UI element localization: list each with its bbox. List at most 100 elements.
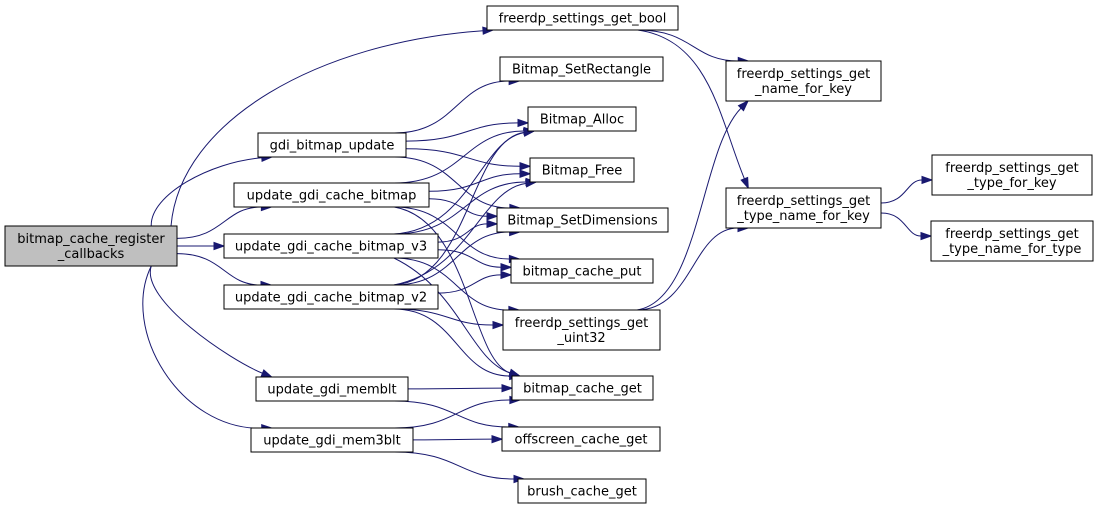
node-box[interactable] (223, 284, 439, 310)
node-label: freerdp_settings_get (737, 67, 870, 82)
arrowhead-icon (921, 175, 934, 185)
node-bitmap-cache-put[interactable]: bitmap_cache_put (510, 258, 654, 284)
edge-line (407, 387, 503, 390)
edge-update_gdi_mem3blt-to-offscreen_cache_get (412, 434, 504, 444)
edge-line (636, 107, 742, 311)
node-label: bitmap_cache_get (523, 382, 642, 397)
node-box[interactable] (725, 60, 882, 102)
edge-gdi_bitmap_update-to-Bitmap_SetRectangle (394, 76, 521, 134)
arrowhead-icon (519, 162, 532, 171)
node-label: Bitmap_Alloc (540, 113, 624, 128)
edge-freerdp_settings_get_type_name_for_key-to-freerdp_settings_get_type_name_for_type (880, 212, 933, 241)
edge-line (394, 206, 511, 374)
edge-line (149, 265, 263, 374)
node-update-gdi-mem3blt[interactable]: update_gdi_mem3blt (250, 427, 414, 453)
edge-freerdp_settings_get_bool-to-freerdp_settings_get_type_name_for_key (637, 29, 749, 190)
arrowhead-icon (500, 263, 513, 272)
arrowhead-icon (260, 369, 274, 378)
node-box[interactable] (529, 157, 635, 183)
arrowhead-icon (486, 219, 499, 229)
node-box[interactable] (527, 106, 637, 132)
node-label: offscreen_cache_get (515, 433, 648, 448)
node-box[interactable] (931, 154, 1093, 196)
edge-line (142, 265, 262, 429)
edge-line (394, 400, 509, 428)
edge-line (412, 438, 493, 441)
node-box[interactable] (223, 233, 439, 259)
node-bitmap-setdimensions[interactable]: Bitmap_SetDimensions (496, 207, 669, 233)
node-freerdp-settings-get-type-for-key[interactable]: freerdp_settings_get_type_for_key (931, 154, 1093, 196)
edge-update_gdi_mem3blt-to-bitmap_cache_get (394, 395, 522, 429)
edge-line (636, 227, 739, 311)
edge-line (405, 122, 519, 142)
edge-line (437, 223, 488, 243)
node-label: Bitmap_SetRectangle (512, 63, 651, 78)
edge-line (394, 451, 515, 480)
node-bitmap-alloc[interactable]: Bitmap_Alloc (527, 106, 637, 132)
node-box[interactable] (257, 132, 407, 158)
node-bitmap-free[interactable]: Bitmap_Free (529, 157, 635, 183)
node-box[interactable] (502, 309, 661, 351)
node-label: Bitmap_Free (542, 164, 623, 179)
edge-update_gdi_cache_bitmap_v2-to-bitmap_cache_put (437, 270, 513, 294)
edge-bitmap_cache_register_callbacks-to-update_gdi_cache_bitmap_v3 (176, 241, 226, 251)
edge-gdi_bitmap_update-to-Bitmap_Free (405, 148, 532, 171)
edge-line (393, 231, 510, 286)
node-box[interactable] (511, 375, 654, 401)
edge-line (394, 156, 510, 209)
node-label: freerdp_settings_get (515, 316, 648, 331)
arrowhead-icon (517, 118, 530, 128)
node-freerdp-settings-get-uint32[interactable]: freerdp_settings_get_uint32 (502, 309, 661, 351)
node-label: _uint32 (556, 331, 605, 346)
node-box[interactable] (233, 182, 430, 208)
node-update-gdi-memblt[interactable]: update_gdi_memblt (255, 376, 409, 402)
node-offscreen-cache-get[interactable]: offscreen_cache_get (501, 426, 661, 452)
arrowhead-icon (491, 434, 504, 444)
node-box[interactable] (501, 426, 661, 452)
arrowhead-icon (492, 320, 505, 330)
node-label: freerdp_settings_get (945, 161, 1078, 176)
node-box[interactable] (496, 207, 669, 233)
node-box[interactable] (510, 258, 654, 284)
arrowhead-icon (920, 231, 933, 241)
node-gdi-bitmap-update[interactable]: gdi_bitmap_update (257, 132, 407, 158)
node-update-gdi-cache-bitmap[interactable]: update_gdi_cache_bitmap (233, 182, 430, 208)
edge-line (394, 130, 525, 184)
node-freerdp-settings-get-type-name-for-key[interactable]: freerdp_settings_get_type_name_for_key (725, 187, 882, 229)
node-label: freerdp_settings_get_bool (499, 12, 667, 27)
node-box[interactable] (930, 220, 1094, 262)
edge-gdi_bitmap_update-to-Bitmap_Alloc (405, 118, 530, 142)
edge-bitmap_cache_register_callbacks-to-update_gdi_cache_bitmap_v2 (176, 253, 273, 290)
node-box[interactable] (499, 56, 664, 82)
node-bitmap-cache-get[interactable]: bitmap_cache_get (511, 375, 654, 401)
edge-line (150, 157, 262, 227)
node-freerdp-settings-get-name-for-key[interactable]: freerdp_settings_get_name_for_key (725, 60, 882, 102)
node-box[interactable] (725, 187, 882, 229)
node-bitmap-cache-register-callbacks[interactable]: bitmap_cache_register_callbacks (4, 225, 178, 267)
node-update-gdi-cache-bitmap-v3[interactable]: update_gdi_cache_bitmap_v3 (223, 233, 439, 259)
edge-line (880, 179, 923, 204)
edge-line (437, 274, 502, 294)
node-box[interactable] (486, 5, 679, 31)
edge-update_gdi_cache_bitmap-to-Bitmap_SetDimensions (428, 198, 499, 221)
node-bitmap-setrectangle[interactable]: Bitmap_SetRectangle (499, 56, 664, 82)
node-freerdp-settings-get-type-name-for-type[interactable]: freerdp_settings_get_type_name_for_type (930, 220, 1094, 262)
node-update-gdi-cache-bitmap-v2[interactable]: update_gdi_cache_bitmap_v2 (223, 284, 439, 310)
edge-line (393, 308, 494, 326)
edge-line (405, 148, 521, 167)
node-box[interactable] (4, 225, 178, 267)
node-box[interactable] (255, 376, 409, 402)
edge-line (637, 29, 739, 62)
edge-line (428, 198, 488, 217)
arrowhead-icon (486, 212, 499, 221)
node-box[interactable] (517, 478, 647, 504)
arrowhead-icon (737, 99, 750, 112)
node-box[interactable] (250, 427, 414, 453)
edge-line (394, 399, 510, 429)
node-freerdp-settings-get-bool[interactable]: freerdp_settings_get_bool (486, 5, 679, 31)
edge-freerdp_settings_get_type_name_for_key-to-freerdp_settings_get_type_for_key (880, 175, 934, 204)
edge-line (393, 257, 509, 311)
node-label: _type_name_for_type (942, 242, 1082, 257)
node-brush-cache-get[interactable]: brush_cache_get (517, 478, 647, 504)
